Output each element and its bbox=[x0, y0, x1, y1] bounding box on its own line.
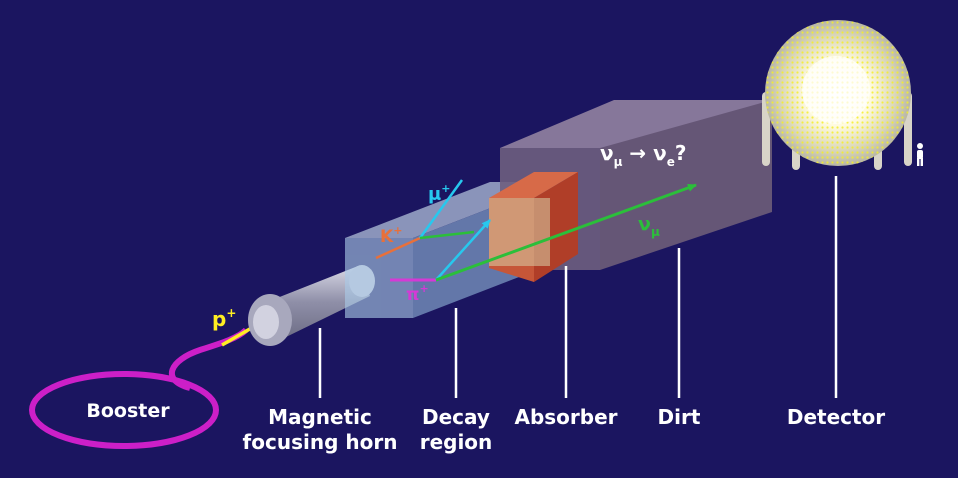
horn-flange-face bbox=[253, 305, 279, 339]
muon-track-from-pion bbox=[435, 219, 491, 281]
horn-label-line1: Magnetic bbox=[268, 405, 372, 429]
absorber-label: Absorber bbox=[514, 405, 617, 429]
oscillation-question: νμ → νe? bbox=[600, 141, 687, 169]
decay-label-line2: region bbox=[420, 430, 493, 454]
person-silhouette-icon bbox=[917, 143, 923, 166]
dirt-side-face bbox=[600, 100, 772, 270]
absorber-window bbox=[489, 198, 550, 266]
kaon-track bbox=[375, 236, 421, 260]
detector-sphere bbox=[762, 20, 912, 170]
dirt-top-face bbox=[500, 100, 772, 148]
pion-label: π+ bbox=[406, 282, 429, 305]
decay-label-line1: Decay bbox=[422, 405, 490, 429]
neutrino-track-from-kaon bbox=[419, 230, 475, 240]
booster-label: Booster bbox=[86, 400, 170, 422]
detector-core-glow bbox=[802, 56, 870, 124]
muon-track-from-kaon bbox=[418, 179, 464, 239]
kaon-label: K+ bbox=[380, 224, 402, 247]
booster-ring bbox=[29, 327, 249, 449]
muon-neutrino-label: νμ bbox=[638, 213, 660, 239]
muon-label: μ+ bbox=[428, 182, 450, 205]
absorber-top-face bbox=[489, 172, 578, 198]
proton-label: p+ bbox=[212, 306, 236, 331]
neutrino-beam-arrow bbox=[435, 183, 697, 282]
horn-label-line2: focusing horn bbox=[243, 430, 398, 454]
absorber-block bbox=[489, 172, 578, 282]
booster-ellipse bbox=[29, 371, 219, 449]
detector-label: Detector bbox=[787, 405, 885, 429]
decay-front-face bbox=[345, 238, 413, 318]
dirt-label: Dirt bbox=[658, 405, 701, 429]
